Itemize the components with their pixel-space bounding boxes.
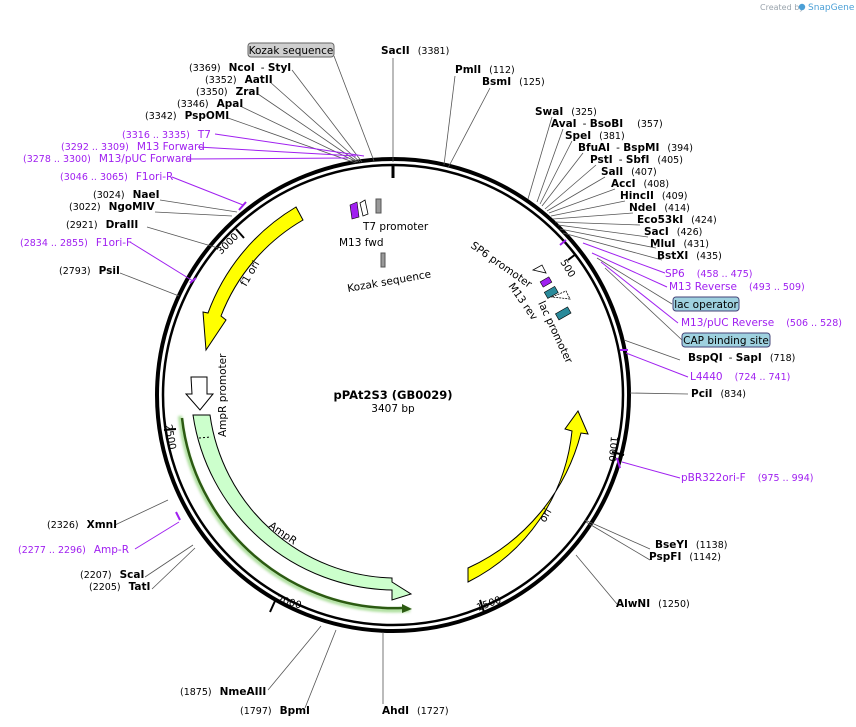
site-psii: (2793)PsiI bbox=[59, 265, 120, 277]
m13-fwd-label: M13 fwd bbox=[339, 237, 384, 249]
site-hincii: HincII(409) bbox=[620, 190, 687, 202]
kozak-sequence-label: Kozak sequence bbox=[346, 268, 432, 295]
tick-label-1000: 1000 bbox=[606, 436, 619, 462]
site-swai: SwaI(325) bbox=[535, 106, 597, 118]
ampr-feature[interactable] bbox=[192, 414, 413, 601]
site-eco53ki: Eco53kI(424) bbox=[637, 214, 717, 226]
ori-feature[interactable] bbox=[467, 409, 589, 583]
site-pspfi: PspFI(1142) bbox=[649, 551, 721, 563]
primer-pbr322ori-f: pBR322ori-F(975 .. 994) bbox=[681, 472, 813, 484]
site-pmli: PmlI(112) bbox=[455, 64, 515, 76]
snapgene-logo: SnapGene bbox=[798, 3, 855, 13]
kozak-callout[interactable]: Kozak sequence bbox=[247, 42, 335, 58]
ampr-orf-arrowhead bbox=[402, 604, 412, 613]
site-bpmi: (1797)BpmI bbox=[240, 705, 310, 717]
site-ahdi: AhdI(1727) bbox=[382, 705, 449, 717]
ori-label: ori bbox=[537, 507, 554, 525]
sp6-promoter-label: SP6 promoter bbox=[468, 240, 534, 291]
svg-text:Kozak sequence: Kozak sequence bbox=[249, 45, 334, 57]
primer-m13-forward: (3292 .. 3309)M13 Forward bbox=[61, 141, 205, 153]
site-mlui: MluI(431) bbox=[650, 238, 709, 250]
site-sacii: SacII(3381) bbox=[381, 45, 449, 57]
lac-operator-callout[interactable]: lac operator bbox=[672, 296, 740, 312]
site-zrai: (3350)ZraI bbox=[196, 86, 259, 98]
svg-text:CAP binding site: CAP binding site bbox=[683, 335, 769, 347]
primer-f1ori-f: (2834 .. 2855)F1ori-F bbox=[20, 237, 132, 249]
primer-l4440: L4440(724 .. 741) bbox=[690, 371, 790, 383]
site-saci: SacI(426) bbox=[644, 226, 702, 238]
right-small-features bbox=[531, 264, 572, 321]
primer-labels: (3316 .. 3335)T7 (3292 .. 3309)M13 Forwa… bbox=[18, 129, 842, 556]
ampr-highlight bbox=[178, 415, 411, 613]
site-alwni: AlwNI(1250) bbox=[616, 598, 690, 610]
primer-m13-puc-reverse: M13/pUC Reverse(506 .. 528) bbox=[681, 317, 842, 329]
site-bseyi: BseYI(1138) bbox=[655, 539, 727, 551]
site-ncoi: (3369)NcoI- StyI bbox=[189, 62, 291, 74]
site-sali: SalI(407) bbox=[601, 166, 657, 178]
primer-m13-puc-forward: (3278 .. 3300)M13/pUC Forward bbox=[23, 153, 192, 165]
site-bfuai: BfuAI- BspMI(394) bbox=[578, 142, 693, 154]
t7-promoter-label: T7 promoter bbox=[362, 221, 429, 233]
plasmid-name: pPAt2S3 (GB0029) bbox=[333, 388, 452, 402]
site-xmni: (2326)XmnI bbox=[47, 519, 117, 531]
site-acci: AccI(408) bbox=[611, 178, 669, 190]
site-apai: (3346)ApaI bbox=[177, 98, 243, 110]
site-spei: SpeI(381) bbox=[565, 130, 625, 142]
top-small-features bbox=[349, 198, 386, 268]
site-pcii: PciI(834) bbox=[691, 388, 746, 400]
primer-t7: (3316 .. 3335)T7 bbox=[122, 129, 211, 141]
site-tati: (2205)TatI bbox=[89, 581, 150, 593]
primer-f1ori-r: (3046 .. 3065)F1ori-R bbox=[60, 171, 173, 183]
tick-label-2500: 2500 bbox=[162, 424, 177, 451]
site-bstxi: BstXI(435) bbox=[657, 250, 722, 262]
enzyme-leader-lines bbox=[114, 55, 689, 709]
site-draiii: (2921)DraIII bbox=[66, 219, 138, 231]
tick-label-500: 500 bbox=[557, 258, 576, 280]
site-naei: (3024)NaeI bbox=[93, 189, 160, 201]
site-ngomiv: (3022)NgoMIV bbox=[69, 201, 155, 213]
svg-text:SnapGene: SnapGene bbox=[808, 3, 855, 13]
plasmid-length: 3407 bp bbox=[371, 403, 415, 415]
created-by-text: Created by bbox=[760, 3, 804, 12]
primer-m13-reverse: M13 Reverse(493 .. 509) bbox=[669, 281, 805, 293]
site-aatii: (3352)AatII bbox=[205, 74, 273, 86]
tick-marks bbox=[163, 166, 625, 613]
f1-ori-feature[interactable] bbox=[202, 206, 304, 352]
primer-amp-r: (2277 .. 2296)Amp-R bbox=[18, 544, 129, 556]
ampr-promoter-feature[interactable] bbox=[184, 376, 215, 411]
site-avai: AvaI- BsoBI(357) bbox=[551, 118, 663, 130]
site-psp-omi: (3342)PspOMI bbox=[145, 110, 229, 122]
ampr-promoter-label: AmpR promoter bbox=[217, 353, 229, 437]
site-psti: PstI- SbfI(405) bbox=[590, 154, 683, 166]
site-bspqi: BspQI- SapI(718) bbox=[688, 352, 795, 364]
site-nmeaiii: (1875)NmeAIII bbox=[180, 686, 266, 698]
site-bsmi: BsmI(125) bbox=[482, 76, 545, 88]
svg-text:lac operator: lac operator bbox=[674, 299, 738, 311]
primer-leader-lines bbox=[129, 133, 689, 550]
primer-sp6: SP6(458 .. 475) bbox=[665, 268, 752, 280]
cap-site-callout[interactable]: CAP binding site bbox=[681, 332, 771, 348]
site-scai: (2207)ScaI bbox=[80, 569, 144, 581]
site-ndei: NdeI(414) bbox=[629, 202, 690, 214]
primer-marks bbox=[175, 201, 628, 521]
enzyme-site-labels: SacII(3381) PmlI(112) BsmI(125) (3369)Nc… bbox=[47, 45, 795, 717]
ampr-orf-line bbox=[180, 417, 403, 610]
